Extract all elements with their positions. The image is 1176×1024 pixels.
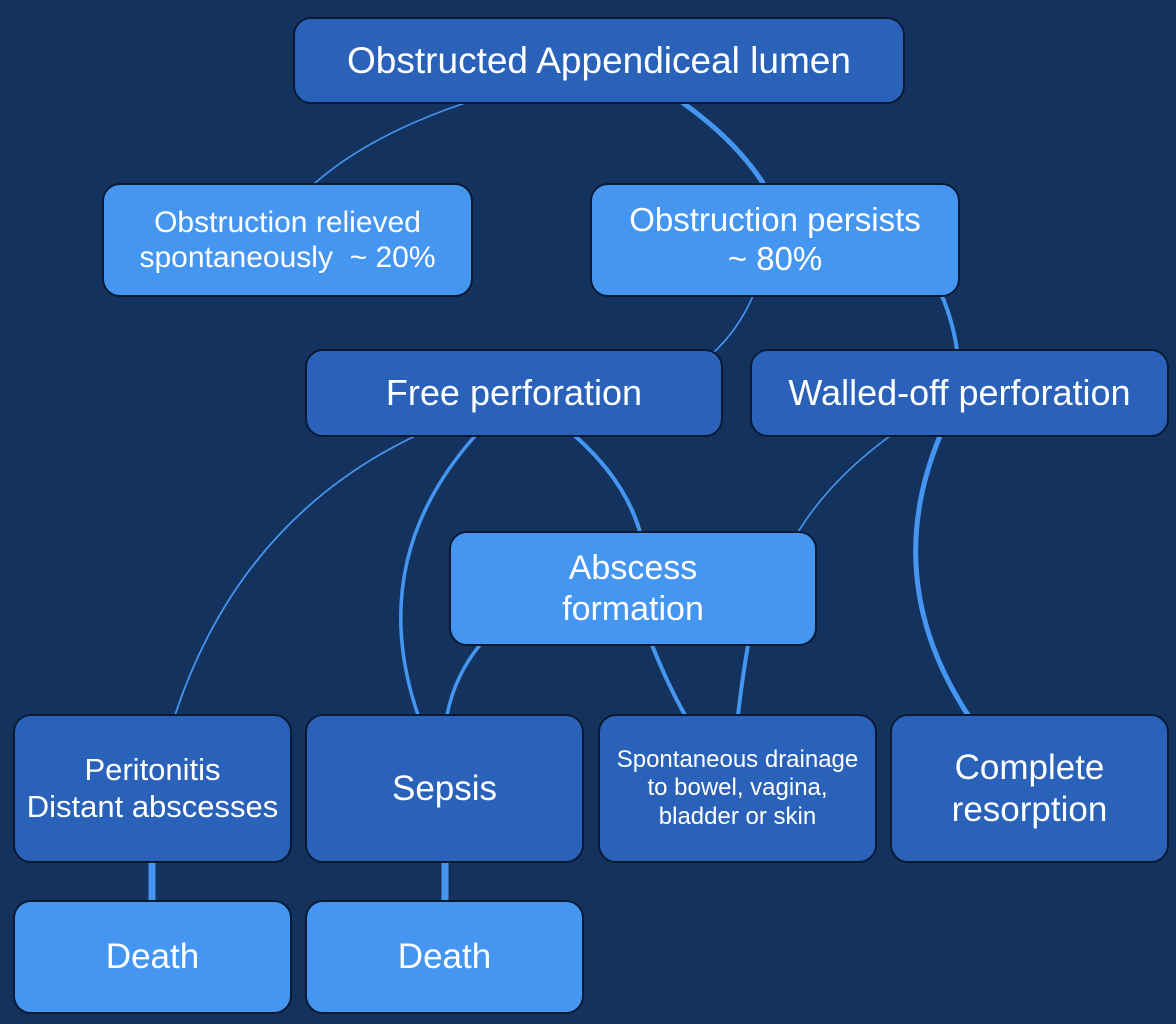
node-peritonitis-line1: Peritonitis	[84, 751, 221, 787]
node-complete-resorption: Complete resorption	[890, 714, 1169, 863]
node-obstructed-lumen: Obstructed Appendiceal lumen	[293, 17, 905, 104]
connector-root-persists	[680, 100, 766, 186]
node-peritonitis-line2: Distant abscesses	[26, 788, 279, 824]
node-walled-off-perforation: Walled-off perforation	[750, 349, 1169, 437]
node-complete-resorption-line1: Complete	[954, 748, 1105, 788]
node-spontaneous-drainage-line2: to bowel, vagina,	[647, 774, 828, 802]
node-death-sepsis: Death	[305, 900, 584, 1014]
connector-free-peritonitis	[174, 435, 416, 716]
node-obstruction-relieved: Obstruction relieved spontaneously ~ 20%	[102, 183, 473, 297]
node-sepsis: Sepsis	[305, 714, 584, 863]
node-death-peritonitis-line1: Death	[105, 937, 200, 977]
connector-root-relieved	[314, 102, 466, 184]
node-obstruction-relieved-line2: spontaneously ~ 20%	[139, 241, 436, 274]
node-death-peritonitis: Death	[13, 900, 292, 1014]
node-spontaneous-drainage-line1: Spontaneous drainage	[616, 746, 859, 774]
connector-abscess-drainage-left	[650, 643, 687, 717]
connector-persists-walled	[940, 294, 959, 352]
node-abscess-formation: Abscess formation	[449, 531, 817, 646]
node-obstruction-persists: Obstruction persists ~ 80%	[590, 183, 960, 297]
node-obstructed-lumen-line1: Obstructed Appendiceal lumen	[347, 39, 851, 81]
node-free-perforation-line1: Free perforation	[385, 371, 643, 413]
node-sepsis-line1: Sepsis	[391, 768, 498, 808]
node-obstruction-relieved-line1: Obstruction relieved	[154, 205, 421, 239]
connector-walled-abscess	[797, 435, 891, 533]
node-abscess-formation-line2: formation	[562, 589, 704, 628]
node-peritonitis: Peritonitis Distant abscesses	[13, 714, 292, 863]
connector-abscess-sepsis	[445, 643, 482, 717]
node-complete-resorption-line2: resorption	[951, 789, 1108, 829]
node-death-sepsis-line1: Death	[397, 937, 492, 977]
connector-abscess-drainage-right	[736, 643, 750, 717]
node-abscess-formation-line1: Abscess	[568, 549, 698, 588]
connector-persists-free	[712, 295, 754, 354]
node-obstruction-persists-line2: ~ 80%	[727, 240, 823, 277]
connector-walled-resorption	[913, 433, 971, 718]
connector-free-abscess	[573, 434, 642, 534]
node-spontaneous-drainage-line3: bladder or skin	[658, 802, 817, 830]
node-spontaneous-drainage: Spontaneous drainage to bowel, vagina, b…	[598, 714, 877, 863]
node-walled-off-perforation-line1: Walled-off perforation	[788, 371, 1131, 413]
connector-free-sepsis	[399, 434, 477, 717]
node-free-perforation: Free perforation	[305, 349, 723, 437]
node-obstruction-persists-line1: Obstruction persists	[629, 201, 921, 239]
